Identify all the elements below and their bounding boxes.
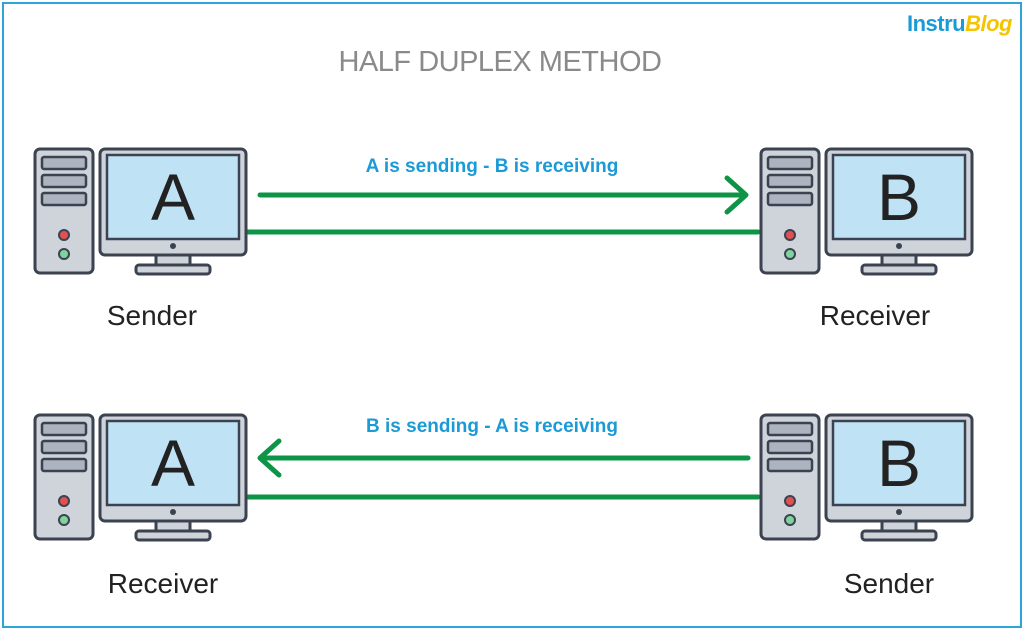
role-label-bottom-right: Sender <box>843 568 935 599</box>
drive-bay-1 <box>766 421 814 437</box>
monitor-base <box>860 263 938 276</box>
power-led-red <box>784 229 796 241</box>
power-led-green <box>58 248 70 260</box>
power-led-red <box>58 229 70 241</box>
drive-bay-2 <box>766 439 814 455</box>
role-label-top-left: Sender <box>106 300 198 331</box>
monitor-screen <box>105 419 241 507</box>
drive-bay-3 <box>40 191 88 207</box>
power-led-green <box>784 248 796 260</box>
monitor-screen <box>831 153 967 241</box>
computer-b-top: B <box>759 147 999 277</box>
top-arrowhead-right <box>724 175 749 215</box>
drive-bay-2 <box>40 439 88 455</box>
role-label-top-right: Receiver <box>819 300 931 331</box>
monitor-screen <box>105 153 241 241</box>
instrublog-logo: InstruBlog <box>906 11 1013 36</box>
desktop-computer-icon <box>759 413 974 542</box>
computer-letter: B <box>876 426 922 500</box>
monitor-base <box>860 529 938 542</box>
monitor-power-dot <box>170 243 176 249</box>
drive-bay-1 <box>40 155 88 171</box>
power-led-green <box>58 514 70 526</box>
computer-letter: A <box>150 160 196 234</box>
diagram-title: HALF DUPLEX METHOD <box>338 46 662 78</box>
monitor-screen <box>831 419 967 507</box>
drive-bay-2 <box>766 173 814 189</box>
drive-bay-2 <box>40 173 88 189</box>
desktop-computer-icon <box>33 147 248 276</box>
drive-bay-3 <box>766 191 814 207</box>
computer-a-top: A <box>33 147 273 277</box>
computer-b-bottom: B <box>759 413 999 543</box>
monitor-base <box>134 263 212 276</box>
monitor-power-dot <box>896 509 902 515</box>
bottom-arrowhead-left <box>257 438 282 478</box>
power-led-red <box>58 495 70 507</box>
drive-bay-1 <box>766 155 814 171</box>
computer-a-bottom: A <box>33 413 273 543</box>
monitor-base <box>134 529 212 542</box>
power-led-green <box>784 514 796 526</box>
computer-letter: B <box>876 160 922 234</box>
drive-bay-3 <box>40 457 88 473</box>
drive-bay-3 <box>766 457 814 473</box>
bottom-caption: B is sending - A is receiving <box>366 416 618 437</box>
monitor-power-dot <box>170 509 176 515</box>
power-led-red <box>784 495 796 507</box>
desktop-computer-icon <box>33 413 248 542</box>
computer-letter: A <box>150 426 196 500</box>
role-label-bottom-left: Receiver <box>107 568 219 599</box>
monitor-power-dot <box>896 243 902 249</box>
top-caption: A is sending - B is receiving <box>365 156 619 177</box>
desktop-computer-icon <box>759 147 974 276</box>
drive-bay-1 <box>40 421 88 437</box>
